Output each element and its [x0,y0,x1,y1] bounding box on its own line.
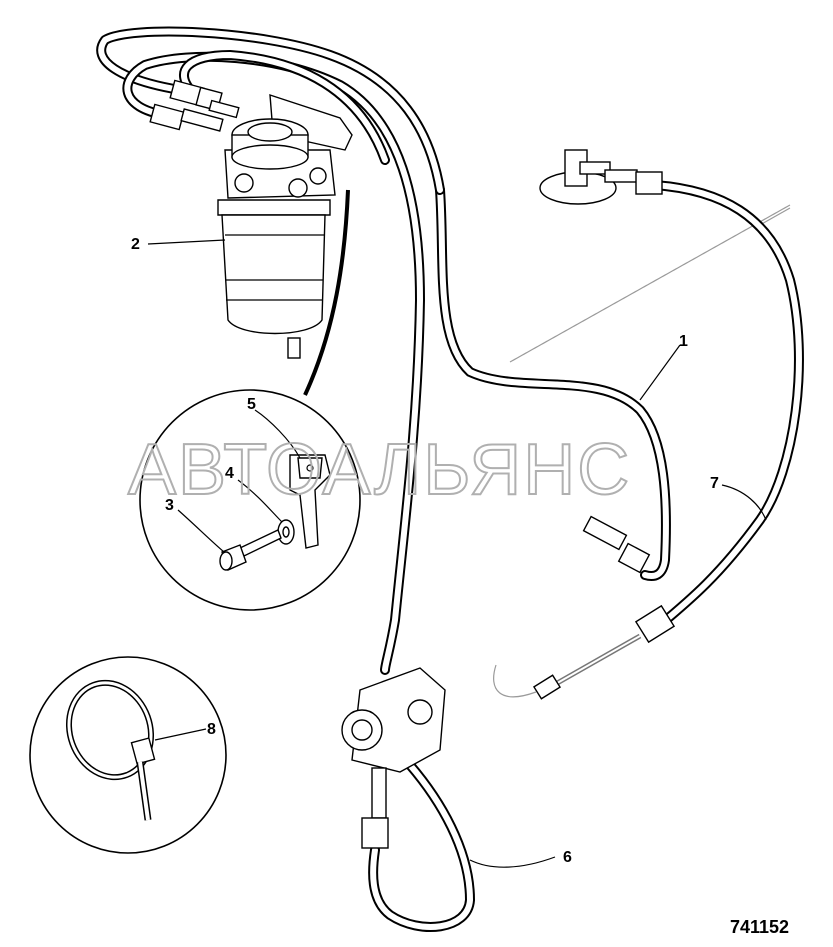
callout-7: 7 [710,475,719,492]
hose-6 [368,760,475,932]
hose-loops-top [96,26,445,675]
callout-5: 5 [247,396,256,413]
filter-inlet-fittings [149,79,240,132]
detail-clip-mounting [139,389,361,611]
callout-8: 8 [207,721,216,738]
detail-cable-tie [29,656,227,854]
hose-1 [435,185,671,582]
hose-7-lower-fitting [493,604,676,700]
hose-7 [650,180,804,630]
wire-to-clip [303,189,350,396]
figure-number: 741152 [730,917,789,937]
callout-1: 1 [679,333,688,350]
callout-3: 3 [165,497,174,514]
tank-sender-unit [539,149,663,205]
callout-6: 6 [563,849,572,866]
hose-1-lower-fittings [582,515,651,574]
watermark-text: АВТОАЛЬЯНС [128,430,631,510]
callout-4: 4 [225,465,234,482]
callout-2: 2 [131,236,140,253]
chassis-reference-lines [509,204,791,363]
fuel-filter-assembly [217,94,353,359]
fuel-pump [341,667,446,849]
leader-lines [147,239,767,868]
